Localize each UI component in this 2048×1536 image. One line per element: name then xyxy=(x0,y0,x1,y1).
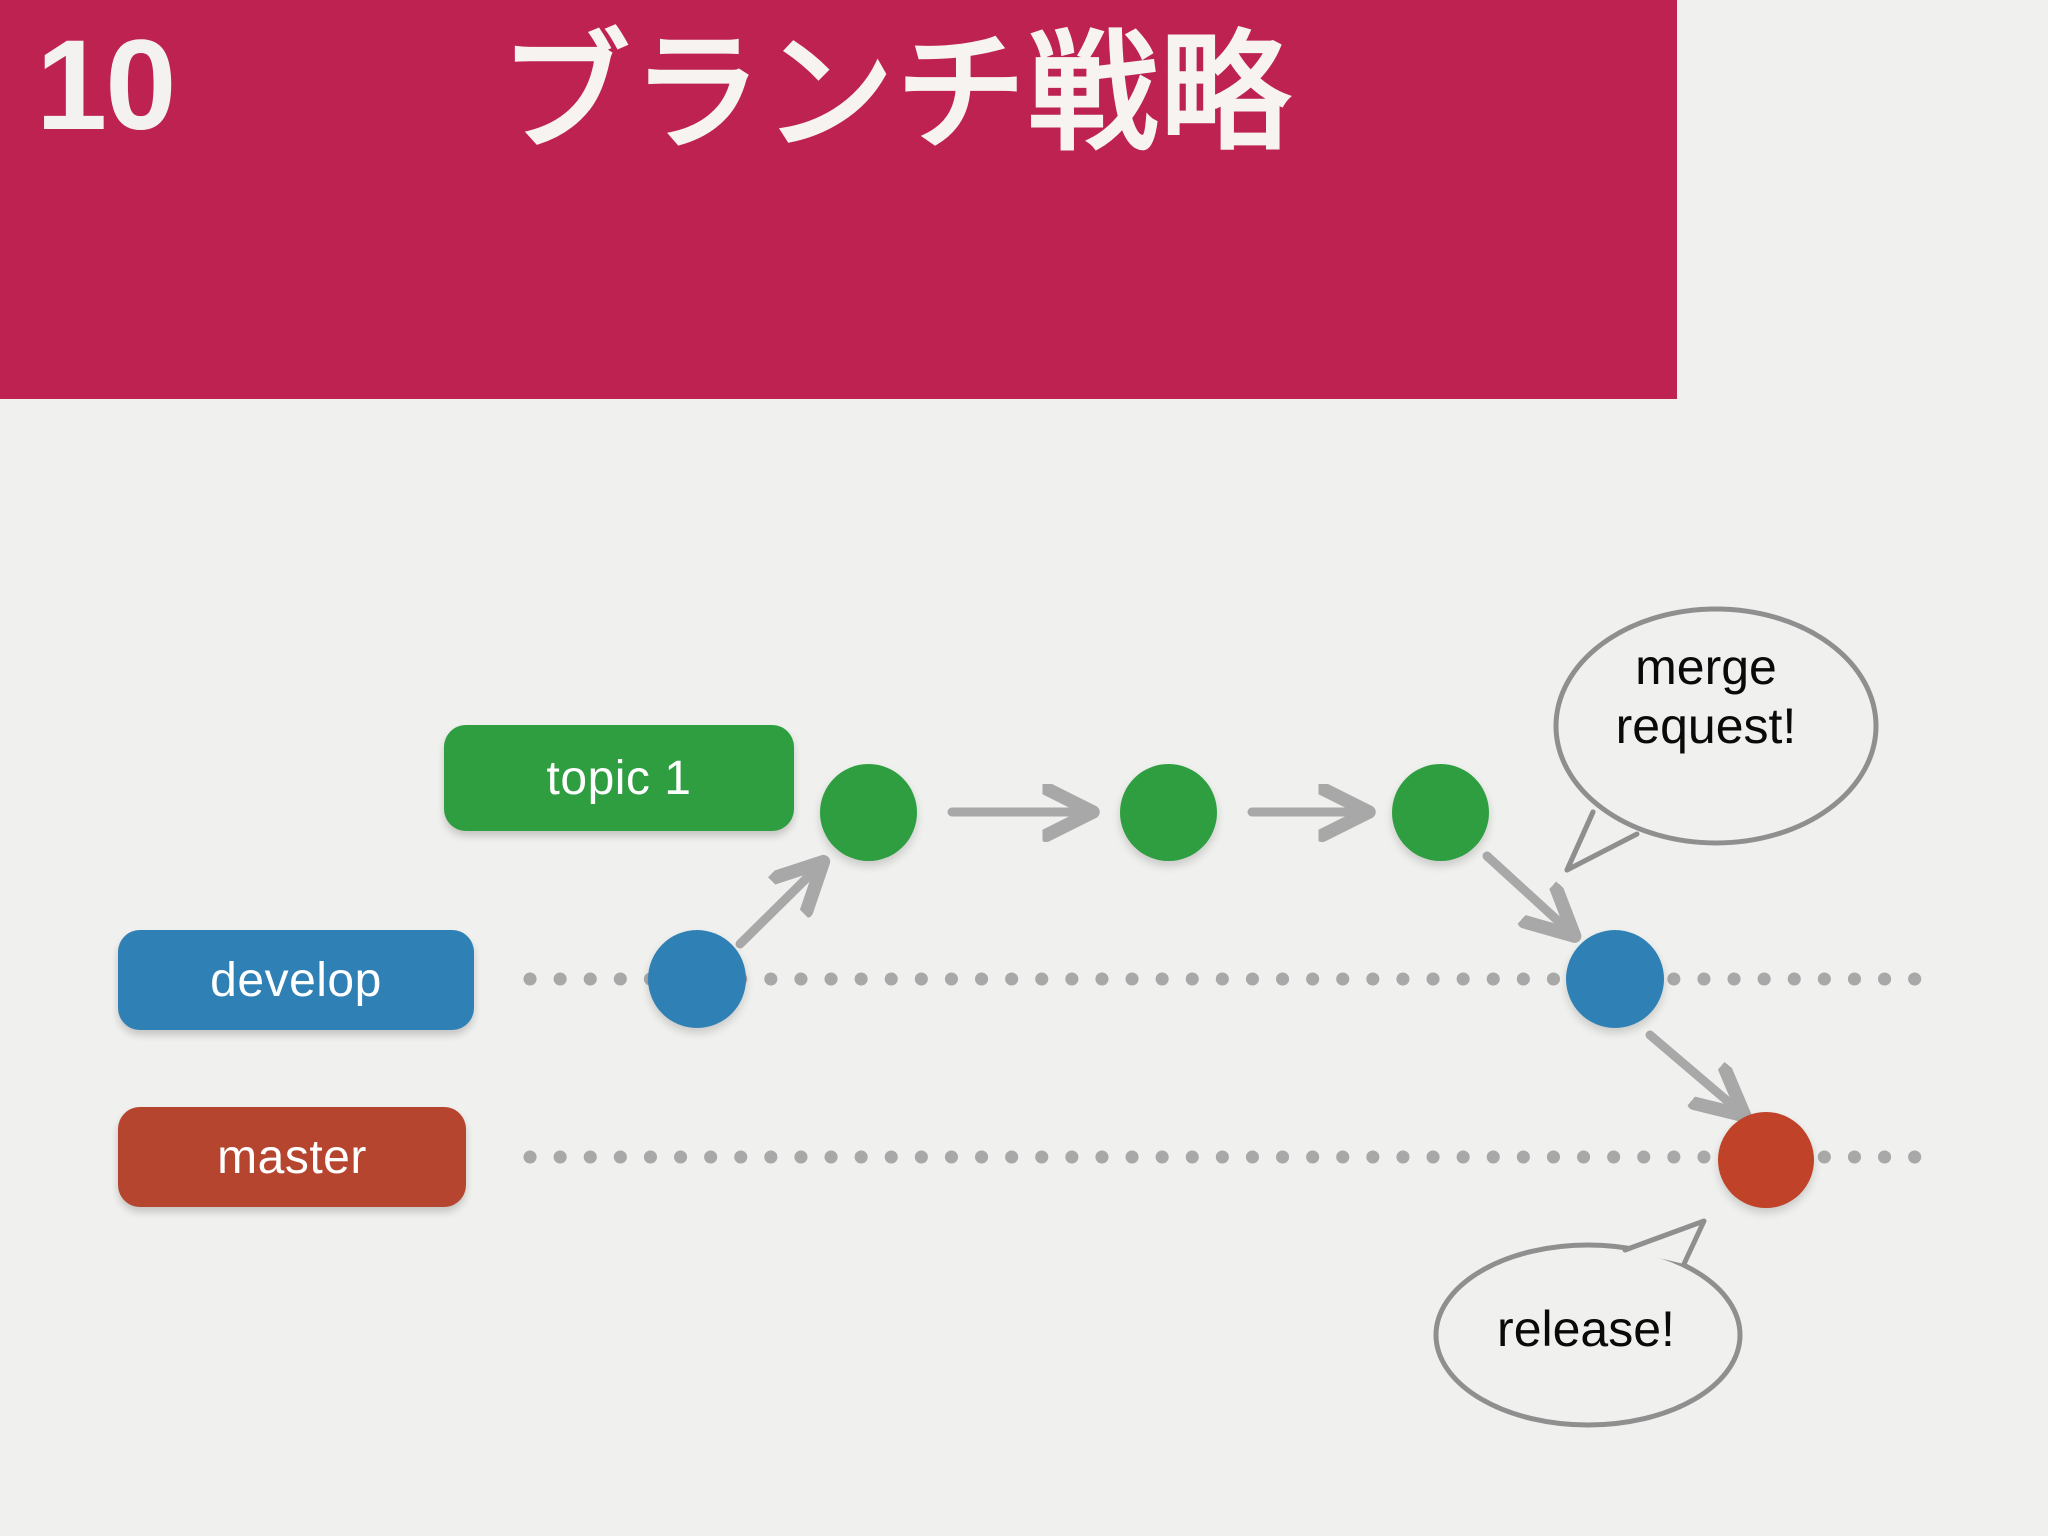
arrow-branch-off xyxy=(735,868,817,949)
callout-release-text: release! xyxy=(1497,1301,1675,1357)
branch-label-master[interactable]: master xyxy=(118,1107,466,1207)
callout-merge-request-line-1: merge xyxy=(1635,639,1777,695)
branch-label-topic[interactable]: topic 1 xyxy=(444,725,794,831)
arrow-merge-to-develop xyxy=(1482,851,1568,930)
callout-merge-request-line-2: request! xyxy=(1615,698,1797,754)
slide-header-band: 10 ブランチ戦略 xyxy=(0,0,1677,399)
callout-merge-request-bubble xyxy=(1553,606,1879,873)
commit-node-topic-2[interactable] xyxy=(1120,764,1217,861)
slide-number: 10 xyxy=(36,14,176,157)
callout-release-bubble xyxy=(1433,1218,1743,1428)
arrow-release-to-master xyxy=(1645,1030,1738,1110)
commit-node-develop-2[interactable] xyxy=(1566,930,1664,1028)
commit-node-topic-3[interactable] xyxy=(1392,764,1489,861)
callout-merge-request-text: merge request! xyxy=(1556,638,1856,756)
commit-node-topic-1[interactable] xyxy=(820,764,917,861)
commit-node-develop-1[interactable] xyxy=(648,930,746,1028)
page-title: ブランチ戦略 xyxy=(500,17,1293,169)
branch-label-develop[interactable]: develop xyxy=(118,930,474,1030)
commit-node-master-1[interactable] xyxy=(1718,1112,1814,1208)
